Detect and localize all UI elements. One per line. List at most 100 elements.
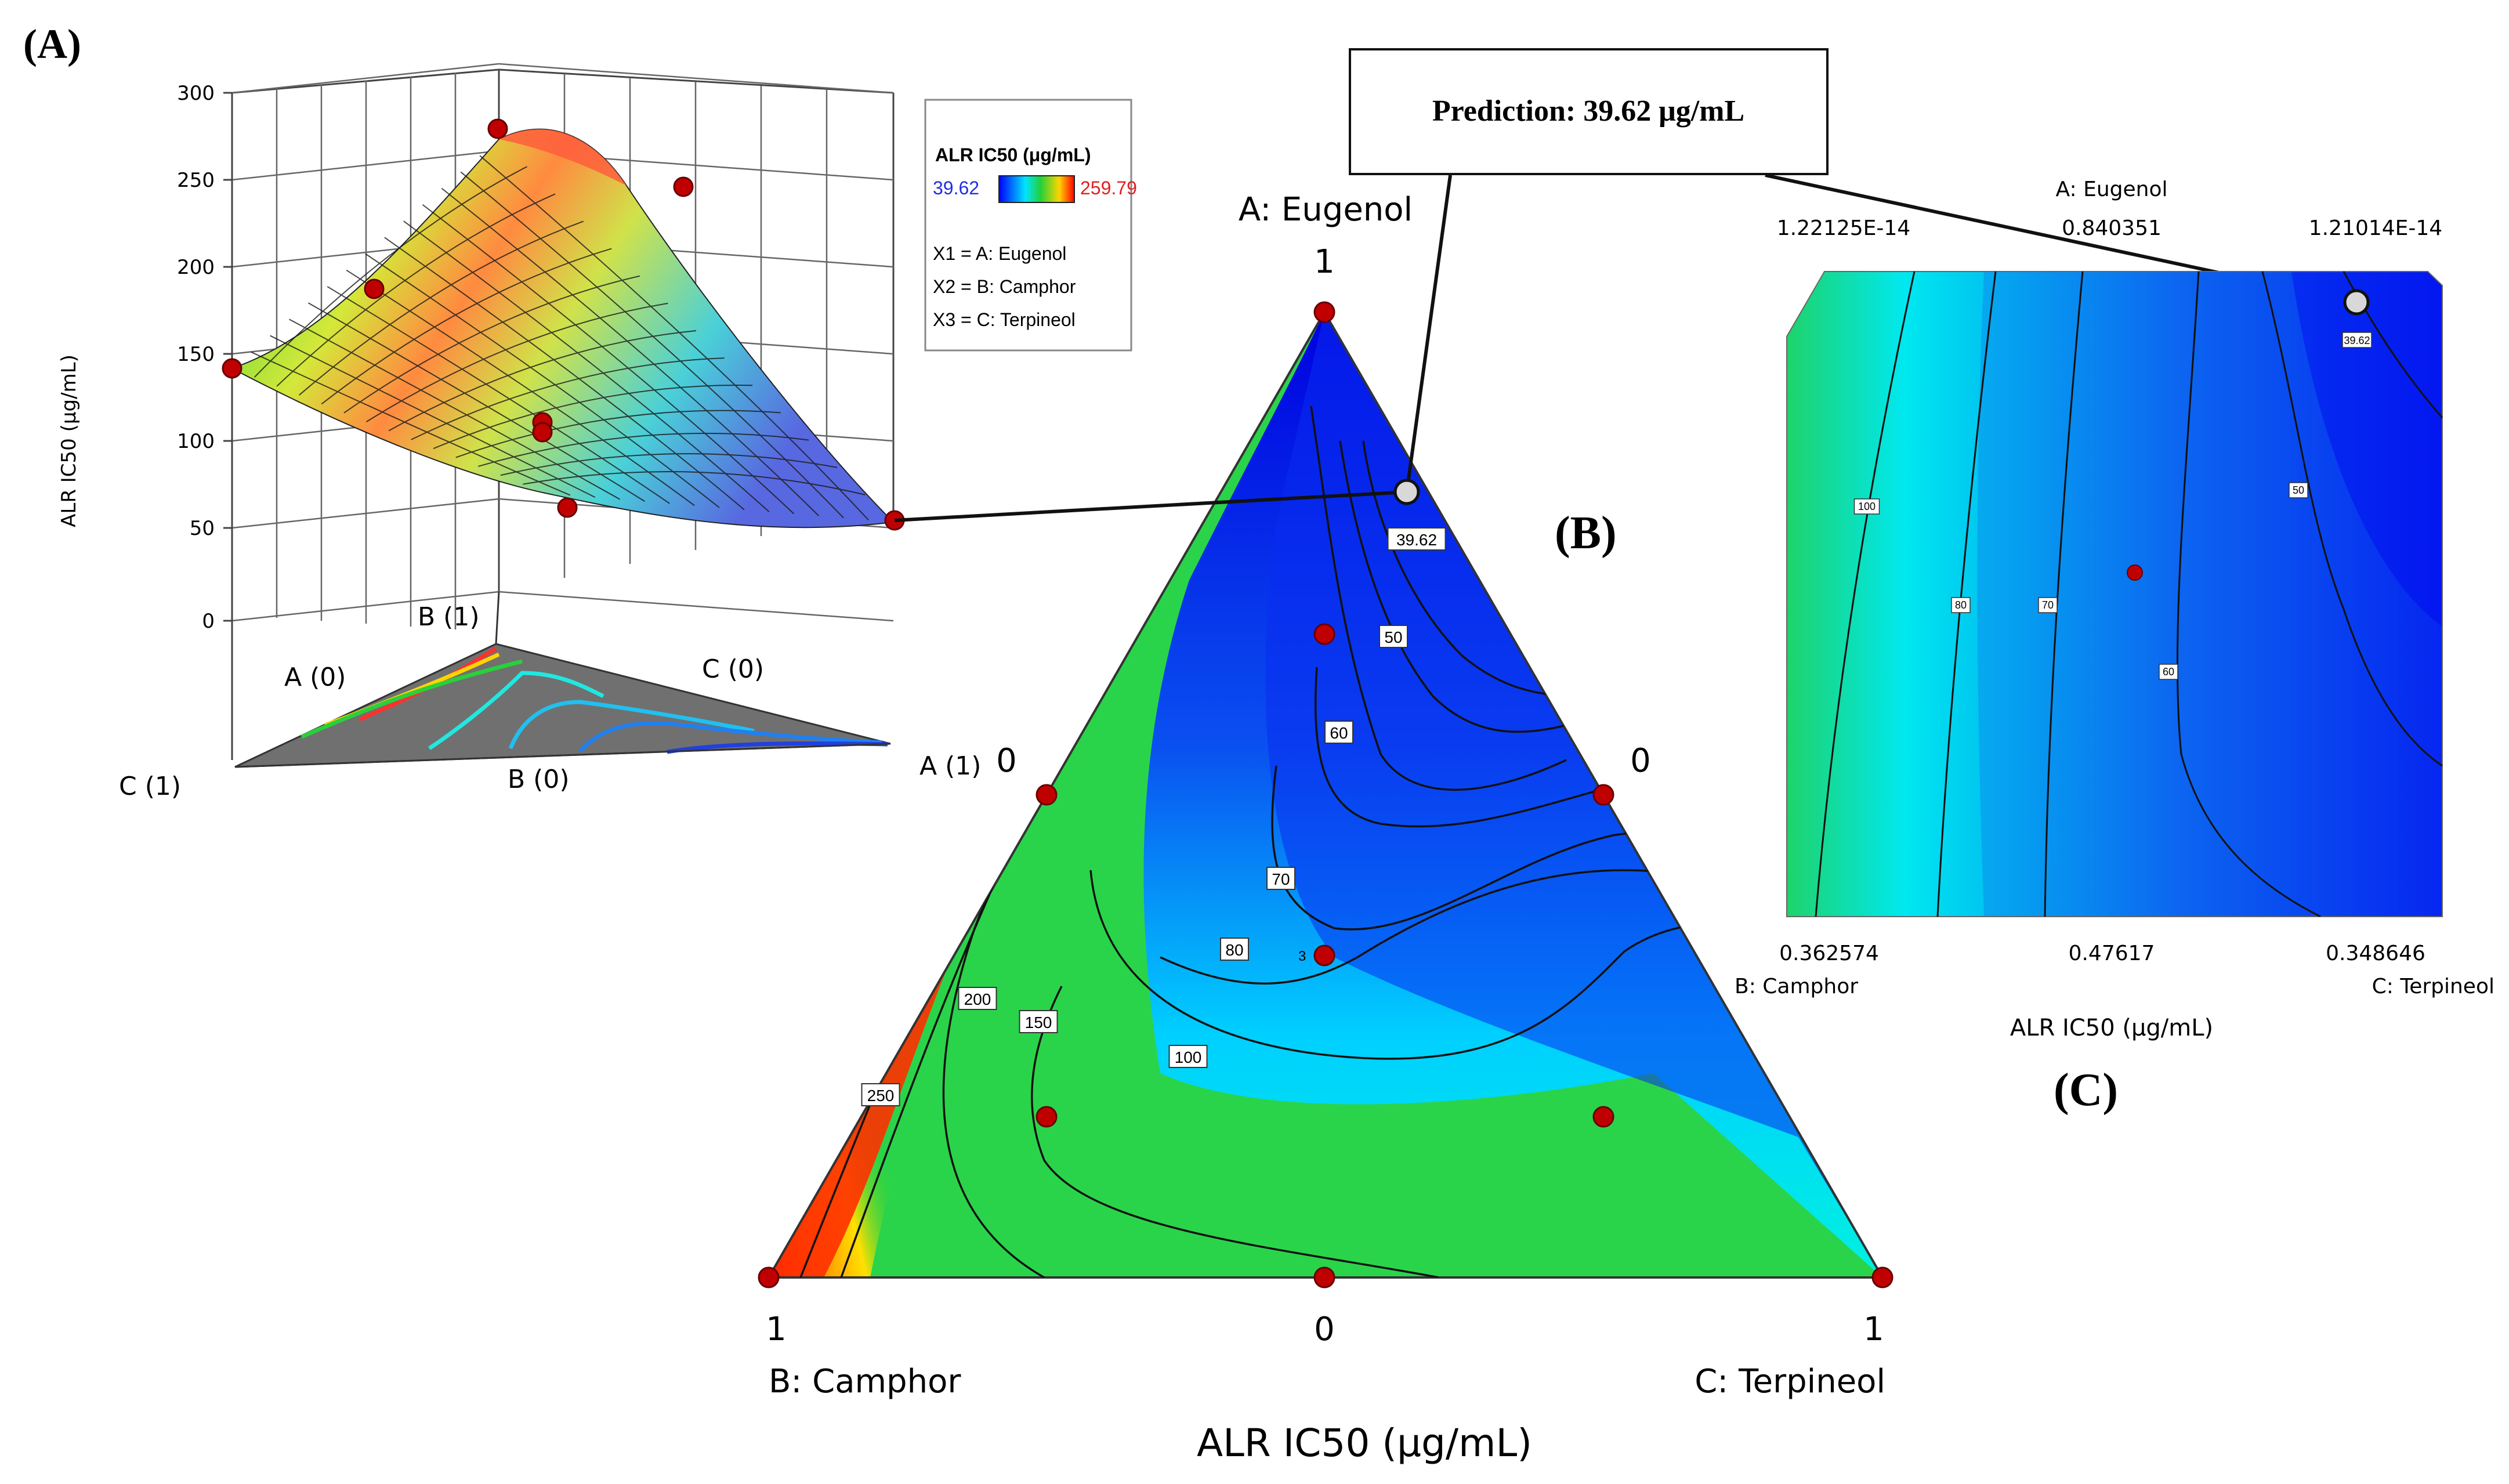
ternary-title: ALR IC50 (μg/mL)	[1197, 1421, 1532, 1465]
z-tick-label: 300	[177, 82, 215, 105]
zoom-optimum-tag: 39.62	[2344, 335, 2370, 346]
z-tick-label: 100	[177, 430, 215, 453]
mesh-line	[500, 453, 838, 476]
mesh-line	[321, 248, 612, 405]
corner-label-c1: C (1)	[119, 772, 181, 801]
zoom-contour-label-box	[2289, 482, 2308, 498]
zoom-contour-label: 70	[2042, 599, 2054, 611]
zoom-top-tick-left: 1.22125E-14	[1777, 216, 1910, 240]
contour-label-box	[1220, 938, 1249, 961]
z-tick-label: 150	[177, 343, 215, 366]
mesh-line	[270, 335, 596, 498]
zoom-top-tick-right: 1.21014E-14	[2309, 216, 2442, 240]
zoom-contour-label: 60	[2163, 666, 2174, 678]
surface-legend: ALR IC50 (μg/mL) 39.62 259.79 X1 = A: Eu…	[924, 99, 1137, 352]
zoom-contour-label-box	[2038, 597, 2058, 613]
surface-peak	[499, 129, 627, 186]
prediction-text: Prediction: 39.62 μg/mL	[1432, 95, 1744, 128]
zoom-contour-label-box	[1853, 498, 1880, 515]
tick-bottom-mid: 0	[1314, 1311, 1335, 1348]
zoom-bottom-tick-left: 0.362574	[1779, 942, 1879, 965]
mesh-line	[327, 286, 670, 504]
tick-a-zero-left: 0	[996, 742, 1017, 780]
z-tick-label: 50	[190, 517, 215, 540]
zoom-contour-label-box	[1951, 597, 1971, 613]
legend-colorbar	[998, 175, 1075, 203]
tick-a-zero-right: 0	[1630, 742, 1651, 780]
mesh-line	[478, 432, 809, 467]
wall-grid-line	[498, 63, 894, 94]
zoom-plot-outline	[1786, 271, 2443, 917]
mesh-line	[276, 193, 556, 387]
mesh-line	[251, 351, 571, 496]
mesh-line	[254, 166, 528, 378]
surface-design-points	[222, 118, 905, 531]
contour-label-box	[1387, 527, 1446, 551]
corner-label-b0: B (0)	[508, 765, 570, 794]
contour-label-box	[1379, 625, 1408, 648]
mesh-line	[441, 187, 820, 516]
mesh-line	[523, 471, 866, 495]
zoom-top-axis-title: A: Eugenol	[2056, 178, 2168, 201]
contour-label: 60	[1330, 724, 1348, 742]
mesh-line	[365, 253, 720, 508]
zoom-bottom-left-label: B: Camphor	[1735, 975, 1858, 998]
contour-label: 150	[1025, 1014, 1052, 1031]
zoom-bottom-tick-mid: 0.47617	[2069, 942, 2155, 965]
legend-min: 39.62	[933, 178, 979, 198]
tick-top: 1	[1314, 243, 1335, 281]
contour-label-box	[1168, 1045, 1208, 1068]
z-axis-title: ALR IC50 (μg/mL)	[57, 354, 81, 527]
surface-plot: 0 50 100 150 200 250 300 ALR IC50 (μg/mL) A (0…	[57, 63, 1137, 801]
mesh-line	[460, 171, 845, 519]
zoom-contours	[1815, 272, 2442, 917]
mesh-line	[455, 410, 781, 458]
z-tick-label: 250	[177, 169, 215, 192]
zoom-optimum-point	[2343, 289, 2370, 316]
mesh-line	[365, 302, 668, 422]
mesh-line	[422, 204, 795, 515]
contour-label: 39.62	[1396, 531, 1437, 549]
zoom-title: ALR IC50 (μg/mL)	[2010, 1015, 2213, 1041]
mesh-line	[403, 220, 770, 512]
contour-label-box	[958, 987, 997, 1010]
zoom-bottom-right-label: C: Terpineol	[2372, 975, 2494, 998]
contour-label-box	[1019, 1010, 1058, 1033]
legend-factor-2: X2 = B: Camphor	[933, 276, 1076, 297]
legend-title: ALR IC50 (μg/mL)	[935, 144, 1091, 165]
base-edges	[234, 591, 891, 768]
contour-label-box	[861, 1083, 900, 1106]
legend-max: 259.79	[1080, 178, 1137, 198]
panel-label-b: (B)	[1555, 508, 1617, 559]
panel-label-a: (A)	[23, 21, 81, 67]
surface-mesh	[251, 155, 869, 521]
ternary-design-points	[758, 301, 1893, 1288]
zoom-top-tick-mid: 0.840351	[2062, 216, 2162, 240]
contour-label-box	[1266, 867, 1295, 890]
zoom-contour-label: 100	[1858, 501, 1876, 512]
tick-right: 1	[1863, 1311, 1884, 1348]
vertex-label-left: B: Camphor	[769, 1363, 961, 1400]
contour-label-box	[1324, 721, 1353, 744]
zoom-bottom-tick-right: 0.348646	[2326, 942, 2425, 965]
corner-label-a0: A (0)	[284, 663, 346, 692]
contour-label: 70	[1272, 870, 1290, 888]
zoom-optimum-tag-box	[2342, 332, 2372, 348]
panel-label-c: (C)	[2054, 1065, 2118, 1116]
zoom-contour-label-box	[2159, 664, 2178, 680]
vertex-label-right: C: Terpineol	[1695, 1363, 1885, 1400]
mesh-line	[299, 220, 584, 396]
corner-label-c0: C (0)	[702, 654, 764, 684]
mesh-line	[343, 275, 640, 414]
contour-label: 50	[1384, 628, 1402, 646]
contour-label: 250	[867, 1087, 895, 1105]
contour-label: 200	[964, 990, 991, 1008]
mesh-line	[289, 318, 621, 500]
corner-label-a1: A (1)	[919, 751, 981, 781]
contour-label: 100	[1175, 1048, 1202, 1066]
vertex-label-top: A: Eugenol	[1239, 191, 1413, 229]
z-tick-label: 200	[177, 256, 215, 279]
